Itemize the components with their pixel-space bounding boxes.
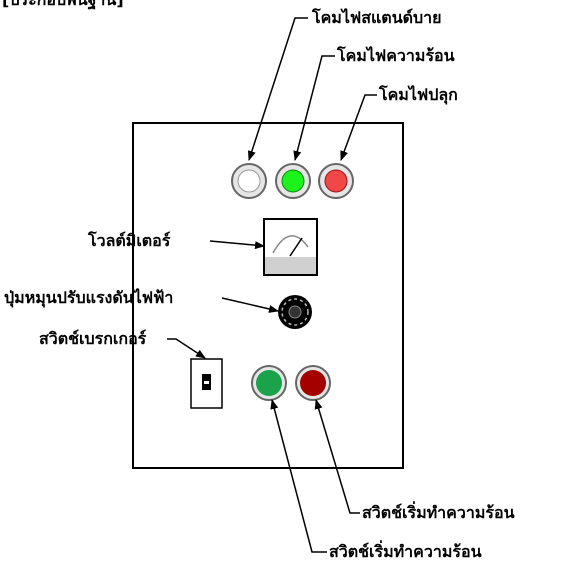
label-voltmeter: โวลต์มิเตอร์ bbox=[88, 231, 171, 250]
heat-lamp bbox=[275, 163, 311, 199]
leader-voltmeter bbox=[209, 240, 265, 250]
label-start-heat-switch-1: สวิตช์เริ่มทำความร้อน bbox=[362, 503, 515, 522]
leader-knob bbox=[221, 297, 279, 313]
start-heat-switch-green bbox=[251, 365, 287, 401]
start-heat-switch-red bbox=[295, 365, 331, 401]
voltmeter bbox=[263, 218, 318, 276]
leader-start1 bbox=[314, 399, 360, 514]
voltage-knob bbox=[278, 295, 312, 329]
label-heat-lamp: โคมไฟความร้อน bbox=[337, 46, 455, 65]
label-wake-lamp: โคมไฟปลุก bbox=[379, 85, 458, 104]
label-standby-lamp: โคมไฟสแตนด์บาย bbox=[312, 8, 442, 27]
label-breaker-switch: สวิตช์เบรกเกอร์ bbox=[39, 329, 147, 348]
label-voltage-knob: ปุ่มหมุนปรับแรงดันไฟฟ้า bbox=[4, 288, 174, 307]
leader-breaker bbox=[167, 338, 206, 359]
leader-heat-lamp bbox=[293, 55, 335, 161]
leader-standby bbox=[247, 17, 308, 161]
control-panel bbox=[132, 122, 404, 469]
label-start-heat-switch-2: สวิตช์เริ่มทำความร้อน bbox=[329, 542, 482, 561]
header-text: [ประกอบพื้นฐาน] bbox=[2, 0, 124, 9]
breaker-switch bbox=[190, 358, 223, 409]
standby-lamp bbox=[231, 163, 267, 199]
wake-lamp bbox=[318, 163, 354, 199]
leader-wake-lamp bbox=[340, 94, 377, 161]
leader-start2 bbox=[270, 399, 327, 553]
